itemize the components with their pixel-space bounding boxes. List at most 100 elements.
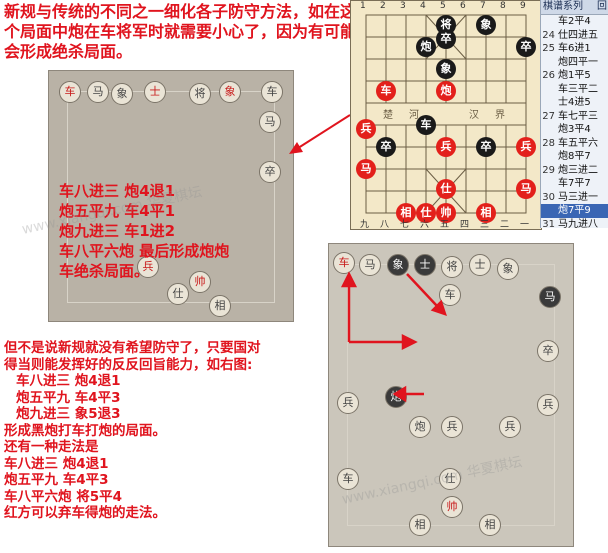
- move-number: 26: [542, 70, 555, 81]
- move-text: 车2平4: [558, 16, 591, 27]
- board-photo-2: 车 马 象 士 将 士 象 车 马 卒 炮 兵 兵 炮 兵 兵 车 仕 帅 相 …: [328, 243, 574, 547]
- piece-black-soldier[interactable]: 卒: [436, 29, 456, 49]
- photo-piece: 车: [333, 252, 355, 274]
- river-char: 楚: [383, 110, 393, 121]
- text-line: 还有一种走法是: [4, 439, 99, 455]
- move-text: 车五平六: [558, 137, 598, 149]
- photo-piece: 兵: [537, 394, 559, 416]
- text-line: 得当则能发挥好的反反回旨能力，如右图:: [4, 356, 253, 373]
- photo-piece: 象: [111, 83, 133, 105]
- piece-red-advisor[interactable]: 仕: [416, 203, 436, 223]
- photo-piece: 相: [479, 514, 501, 536]
- photo-piece: 马: [87, 81, 109, 103]
- piece-red-cannon[interactable]: 炮: [436, 81, 456, 101]
- piece-red-soldier[interactable]: 兵: [356, 119, 376, 139]
- move-text: 炮7平9: [558, 205, 591, 216]
- photo-piece: 炮: [409, 416, 431, 438]
- photo-piece: 相: [409, 514, 431, 536]
- move-number: 30: [542, 191, 555, 203]
- xiangqi-board[interactable]: 1 2 3 4 5 6 7 8 9 楚 河 汉 界 将 象 炮 卒 象 车 炮 …: [350, 0, 542, 230]
- photo-piece: 马: [539, 286, 561, 308]
- piece-black-soldier[interactable]: 卒: [516, 37, 536, 57]
- photo-piece: 兵: [137, 256, 159, 278]
- move-row[interactable]: 车2平4: [541, 15, 608, 29]
- photo-piece: 象: [387, 254, 409, 276]
- photo-piece: 车: [59, 81, 81, 103]
- piece-red-chariot[interactable]: 车: [376, 81, 396, 101]
- river-char: 界: [495, 110, 505, 121]
- photo-piece: 帅: [441, 496, 463, 518]
- photo-piece: 马: [359, 254, 381, 276]
- piece-red-elephant[interactable]: 相: [476, 203, 496, 223]
- piece-red-advisor[interactable]: 仕: [436, 179, 456, 199]
- move-list-header: 棋谱系列 回: [541, 0, 608, 15]
- piece-red-elephant[interactable]: 相: [396, 203, 416, 223]
- river-char: 汉: [469, 110, 479, 121]
- photo-piece: 象: [497, 258, 519, 280]
- piece-red-soldier[interactable]: 兵: [436, 137, 456, 157]
- move-text: 仕四进五: [558, 29, 598, 41]
- move-row-selected[interactable]: 炮7平9: [541, 204, 608, 218]
- move-line: 炮九进三 车1进2: [59, 222, 176, 240]
- photo-piece: 卒: [259, 161, 281, 183]
- photo-1-moves: 车八进三 炮4退1 炮五平九 车4平1 炮九进三 车1进2 车八平六炮 最后形成…: [59, 181, 289, 281]
- text-line: 形成黑炮打车打炮的局面。: [4, 422, 166, 439]
- photo-piece: 将: [189, 83, 211, 105]
- file-label: 8: [500, 1, 506, 11]
- photo-piece: 相: [209, 295, 231, 317]
- move-row[interactable]: 炮8平7: [541, 150, 608, 164]
- photo-piece: 士: [144, 81, 166, 103]
- move-text: 车6进1: [558, 43, 591, 54]
- move-row[interactable]: 士4进5: [541, 96, 608, 110]
- move-row[interactable]: 车三平二: [541, 83, 608, 97]
- move-number: 25: [542, 43, 555, 54]
- piece-black-elephant[interactable]: 象: [476, 15, 496, 35]
- heading-text: 新规与传统的不同之一细化各子防守方法，如在这个局面中炮在车将军时就需要小心了，因…: [4, 2, 357, 61]
- move-row[interactable]: 车7平7: [541, 177, 608, 191]
- photo-piece: 车: [439, 284, 461, 306]
- move-number: 31: [542, 218, 555, 230]
- text-line: 车八平六炮 将5平4: [4, 488, 122, 505]
- piece-red-soldier[interactable]: 兵: [516, 137, 536, 157]
- move-line: 车八进三 炮4退1: [59, 182, 176, 200]
- file-label: 九: [360, 220, 370, 230]
- file-label: 2: [380, 1, 386, 11]
- file-label: 一: [520, 220, 530, 230]
- piece-black-chariot[interactable]: 车: [416, 115, 436, 135]
- piece-red-general[interactable]: 帅: [436, 203, 456, 223]
- move-row[interactable]: 炮3平4: [541, 123, 608, 137]
- move-text: 车七平三: [558, 110, 598, 122]
- piece-black-soldier[interactable]: 卒: [376, 137, 396, 157]
- move-number: 24: [542, 29, 555, 41]
- photo-piece: 仕: [167, 283, 189, 305]
- photo-piece: 马: [259, 111, 281, 133]
- photo-piece: 车: [261, 81, 283, 103]
- file-label: 三: [480, 220, 490, 230]
- river-char: 河: [409, 110, 419, 121]
- move-text: 炮8平7: [558, 151, 591, 162]
- piece-red-horse[interactable]: 马: [356, 159, 376, 179]
- move-row[interactable]: 炮四平一: [541, 56, 608, 70]
- text-line: 炮五平九 车4平3: [16, 389, 121, 406]
- move-line: 炮五平九 车4平1: [59, 202, 176, 220]
- file-label: 7: [480, 1, 486, 11]
- photo-piece: 帅: [189, 271, 211, 293]
- photo-piece: 仕: [439, 468, 461, 490]
- photo-piece: 士: [469, 254, 491, 276]
- piece-black-soldier[interactable]: 卒: [476, 137, 496, 157]
- piece-black-cannon[interactable]: 炮: [416, 37, 436, 57]
- piece-red-horse[interactable]: 马: [516, 179, 536, 199]
- move-text: 车7平7: [558, 178, 591, 189]
- move-text: 车三平二: [558, 83, 598, 95]
- piece-black-elephant[interactable]: 象: [436, 59, 456, 79]
- move-number: 28: [542, 137, 555, 149]
